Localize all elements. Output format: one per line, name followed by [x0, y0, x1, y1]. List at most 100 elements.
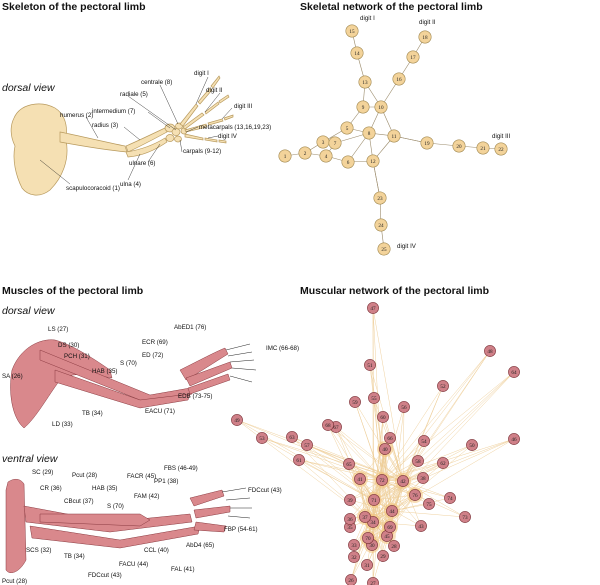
label-abed1: AbED1 (76)	[174, 324, 206, 331]
digit-iv-bones	[184, 133, 227, 144]
skeletal-node-19: 19	[420, 136, 434, 150]
skeletal-node-12-label: 12	[370, 159, 376, 165]
muscular-node-67-label: 67	[333, 425, 339, 431]
label-ccl: CCL (40)	[144, 547, 169, 554]
label-eacu: EACU (71)	[145, 408, 175, 415]
muscular-node-64: 64	[508, 366, 520, 378]
muscular-node-52-label: 52	[440, 384, 446, 390]
muscular-node-44: 44	[386, 505, 398, 517]
muscular-node-46-label: 46	[511, 437, 517, 443]
muscular-network-edge	[402, 480, 451, 499]
label-facu: FACU (44)	[119, 561, 148, 568]
muscular-node-38-label: 38	[420, 476, 426, 482]
skeletal-node-5-label: 5	[346, 126, 349, 132]
muscular-node-58-label: 58	[415, 459, 421, 465]
label-radius: radius (3)	[92, 122, 118, 129]
muscular-network-edge	[391, 497, 451, 512]
skeletal-node-1: 1	[278, 149, 292, 163]
skeletal-node-25: 25	[377, 242, 391, 256]
skeletal-node-16-label: 16	[396, 77, 402, 83]
skeletal-node-21: 21	[476, 141, 490, 155]
skeletal-node-8: 8	[362, 126, 376, 140]
label-ecr: ECR (69)	[142, 339, 168, 346]
digit-i-bones	[179, 75, 221, 127]
label-metacarpals: metacarpals (13,16,19,23)	[199, 124, 271, 131]
muscular-network-edge	[384, 448, 416, 496]
muscular-node-65-label: 65	[346, 462, 352, 468]
muscular-node-51-label: 51	[367, 363, 373, 369]
skeletal-node-21-label: 21	[480, 146, 486, 152]
muscular-node-49-label: 49	[234, 418, 240, 424]
muscular-network-edge	[373, 397, 383, 481]
muscular-node-43: 43	[415, 520, 427, 532]
muscular-node-70-label: 70	[365, 536, 371, 542]
skeletal-node-18: 18	[418, 30, 432, 44]
label-carpals: carpals (9-12)	[183, 148, 221, 155]
muscular-node-61: 61	[293, 454, 305, 466]
muscular-network-edge	[327, 424, 383, 481]
skeletal-node-6: 6	[341, 155, 355, 169]
skeletal-node-23: 23	[373, 191, 387, 205]
label-digit-ii: digit II	[206, 87, 223, 94]
muscular-node-63: 63	[286, 431, 298, 443]
muscular-node-70: 70	[362, 532, 374, 544]
muscular-node-57: 57	[301, 439, 313, 451]
muscular-network-edge	[381, 479, 384, 557]
skeleton-title: Skeleton of the pectoral limb	[2, 1, 146, 13]
skeletal-node-1-label: 1	[284, 154, 287, 160]
label-scs: SCS (32)	[26, 547, 51, 554]
skeletal-node-14: 14	[350, 46, 364, 60]
muscles-dorsal-view-label: dorsal view	[2, 305, 55, 317]
skeletal-node-7-label: 7	[334, 141, 337, 147]
skeleton-dorsal-view-label: dorsal view	[2, 82, 55, 94]
muscular-node-50-label: 50	[469, 443, 475, 449]
label-fal: FAL (41)	[171, 566, 195, 573]
skeletal-node-11: 11	[387, 129, 401, 143]
skeletal-node-8-label: 8	[368, 131, 371, 137]
muscular-node-59-label: 59	[352, 400, 358, 406]
muscular-network-edge	[335, 426, 404, 482]
muscular-node-35-label: 35	[347, 525, 353, 531]
muscular-network-edge	[348, 463, 404, 482]
muscles-illustration: LS (27) DS (30) PCH (31) SA (26) HAB (35…	[2, 324, 299, 585]
muscular-network-edge	[335, 426, 383, 481]
muscular-node-50: 50	[466, 439, 478, 451]
muscular-node-71-label: 71	[371, 498, 377, 504]
muscular-node-44-label: 44	[389, 509, 395, 515]
skeletal-node-14-label: 14	[354, 51, 360, 57]
label-abd4: AbD4 (65)	[186, 542, 214, 549]
muscular-node-72: 72	[376, 474, 388, 486]
skeletal-node-17: 17	[406, 50, 420, 64]
muscular-node-57-label: 57	[304, 443, 310, 449]
muscular-node-59: 59	[349, 396, 361, 408]
label-fbs: FBS (46-49)	[164, 465, 198, 472]
scapulocoracoid-bone	[10, 103, 68, 196]
skeletal-node-4-label: 4	[325, 154, 328, 160]
muscular-network-edge	[381, 444, 473, 481]
skeletal-node-2: 2	[298, 146, 312, 160]
muscular-node-75: 75	[423, 498, 435, 510]
muscular-node-32-label: 32	[351, 555, 357, 561]
muscular-node-55: 55	[368, 392, 380, 404]
muscular-network-edge	[372, 307, 404, 482]
radius-bone	[125, 127, 168, 153]
muscular-node-56-label: 56	[401, 405, 407, 411]
skeletal-node-16: 16	[392, 72, 406, 86]
label-facr: FACR (45)	[127, 473, 156, 480]
skeletal-node-15-label: 15	[349, 29, 355, 35]
label-sa: SA (26)	[2, 373, 23, 380]
skeletal-node-3-label: 3	[322, 140, 325, 146]
skel-label-digit-i: digit I	[360, 15, 375, 22]
label-fdccut-right: FDCcut (43)	[248, 487, 282, 494]
muscular-node-54: 54	[418, 435, 430, 447]
muscular-network-edge	[327, 424, 374, 523]
muscular-node-31-label: 31	[364, 563, 370, 569]
muscular-node-39-label: 39	[347, 498, 353, 504]
muscular-node-36: 36	[344, 513, 356, 525]
label-pp1: PP1 (38)	[154, 478, 178, 485]
muscular-node-40-label: 40	[382, 447, 388, 453]
muscular-node-27-label: 27	[370, 581, 376, 585]
ulna-bone	[125, 137, 168, 158]
skeletal-node-10-label: 10	[378, 105, 384, 111]
muscular-node-75-label: 75	[426, 502, 432, 508]
